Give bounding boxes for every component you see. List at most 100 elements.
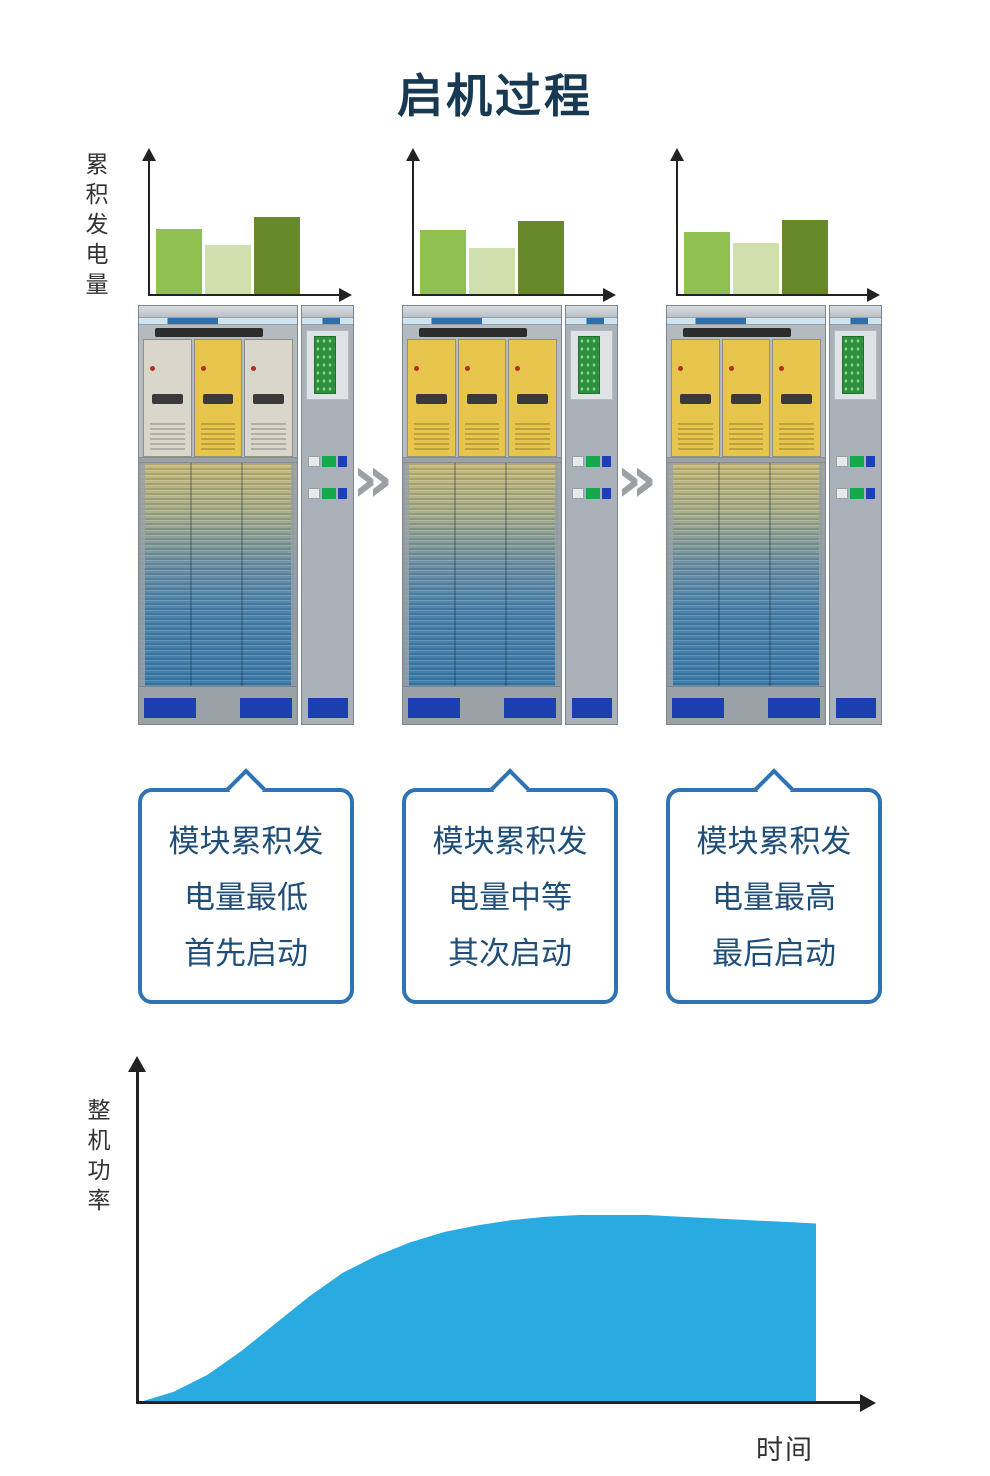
module-vents: [515, 422, 551, 450]
stage-2-group: 模块累积发 电量中等 其次启动: [402, 148, 618, 1010]
cabinet-foot: [308, 698, 348, 718]
module-handle-slot: [680, 394, 711, 404]
cabinet-side-unit: [565, 305, 618, 725]
indicator-segment: [572, 488, 584, 499]
indicator-segment: [572, 456, 584, 467]
module-handle-slot: [781, 394, 813, 404]
indicator-segment: [850, 488, 864, 499]
cumulative-energy-chart-3: [666, 148, 882, 302]
module-handle-slot: [152, 394, 183, 404]
module-vents: [251, 422, 287, 450]
bubble-pointer: [754, 768, 794, 808]
cabinet-side-unit: [301, 305, 354, 725]
bubble-text-line: 电量中等: [448, 880, 572, 915]
chart-bar: [782, 220, 828, 294]
power-module: [407, 339, 456, 457]
cabinet-top-bar: [667, 306, 825, 318]
cabinet-foot: [240, 698, 292, 718]
bubble-pointer: [490, 768, 530, 808]
cabinet-indicator-strip: [566, 318, 617, 325]
circuit-board-icon: [842, 336, 864, 394]
y-axis-label-cumulative-energy: 累积发电量: [82, 152, 108, 302]
indicator-segment: [602, 488, 611, 499]
module-handle-slot: [253, 394, 285, 404]
cabinet-top-bar: [830, 306, 881, 318]
indicator-row: [572, 456, 611, 467]
chart-bar: [518, 221, 564, 294]
module-vents: [464, 422, 500, 450]
indicator-segment: [586, 488, 600, 499]
bubble-text-line: 模块累积发: [696, 824, 852, 859]
chart-bar: [733, 243, 779, 294]
module-vents: [678, 422, 713, 450]
mini-chart-y-axis: [148, 160, 150, 296]
power-module-row: [403, 339, 561, 457]
bar-series: [684, 220, 828, 294]
bar-series: [156, 217, 300, 294]
module-led-icon: [464, 366, 470, 371]
power-module: [193, 339, 243, 457]
cabinet-top-bar: [302, 306, 353, 318]
power-module: [772, 339, 822, 457]
cabinet-main-unit: [138, 305, 298, 725]
cabinet-mesh-panel: [403, 463, 561, 686]
cabinet-divider: [139, 457, 297, 463]
cabinet-base: [403, 686, 561, 724]
cabinet-foot: [144, 698, 196, 718]
power-module: [244, 339, 294, 457]
module-led-icon: [728, 366, 734, 371]
power-module: [508, 339, 558, 457]
indicator-row: [836, 456, 875, 467]
cabinet-foot: [768, 698, 820, 718]
indicator-segment: [338, 456, 347, 467]
power-module-row: [667, 339, 825, 457]
module-vents: [150, 422, 185, 450]
chart-bar: [469, 248, 515, 294]
module-led-icon: [200, 366, 206, 371]
indicator-segment: [850, 456, 864, 467]
cabinet-base: [139, 686, 297, 724]
cabinet-indicator-strip: [139, 318, 297, 325]
mini-chart-y-axis: [676, 160, 678, 296]
module-led-icon: [150, 366, 155, 371]
x-axis-label-time: 时间: [756, 1435, 814, 1465]
indicator-segment: [338, 488, 347, 499]
module-handle-slot: [416, 394, 447, 404]
callout-bubble-2: 模块累积发 电量中等 其次启动: [402, 768, 618, 1004]
x-axis-arrow-icon: [867, 288, 880, 302]
module-led-icon: [414, 366, 419, 371]
indicator-segment: [836, 456, 848, 467]
bubble-pointer: [226, 768, 266, 808]
cabinet-top-bar: [566, 306, 617, 318]
y-axis-arrow-icon: [670, 148, 684, 161]
bubble-text-line: 电量最低: [184, 880, 308, 915]
cabinet-top-bar: [403, 306, 561, 318]
cabinet-indicator-strip: [302, 318, 353, 325]
indicator-segment: [836, 488, 848, 499]
cumulative-energy-chart-2: [402, 148, 618, 302]
bar-series: [420, 221, 564, 294]
power-module: [457, 339, 507, 457]
indicator-segment: [308, 456, 320, 467]
bubble-text-line: 电量最高: [712, 880, 836, 915]
indicator-row: [572, 488, 611, 499]
y-axis-arrow-icon: [128, 1056, 146, 1072]
cabinet-display-slot: [683, 328, 791, 337]
x-axis-arrow-icon: [860, 1394, 876, 1412]
control-panel: [570, 330, 613, 400]
chart-bar: [684, 232, 730, 294]
mini-chart-x-axis: [148, 294, 340, 296]
cabinet-main-unit: [666, 305, 826, 725]
control-panel: [834, 330, 877, 400]
cabinet-foot: [408, 698, 460, 718]
chart-bar: [254, 217, 300, 294]
bubble-text-line: 其次启动: [448, 936, 572, 971]
indicator-segment: [866, 456, 875, 467]
module-vents: [728, 422, 764, 450]
mini-chart-x-axis: [676, 294, 868, 296]
bubble-text-line: 模块累积发: [432, 824, 588, 859]
power-curve-svg: [140, 1215, 816, 1402]
circuit-board-icon: [578, 336, 600, 394]
y-axis-arrow-icon: [142, 148, 156, 161]
